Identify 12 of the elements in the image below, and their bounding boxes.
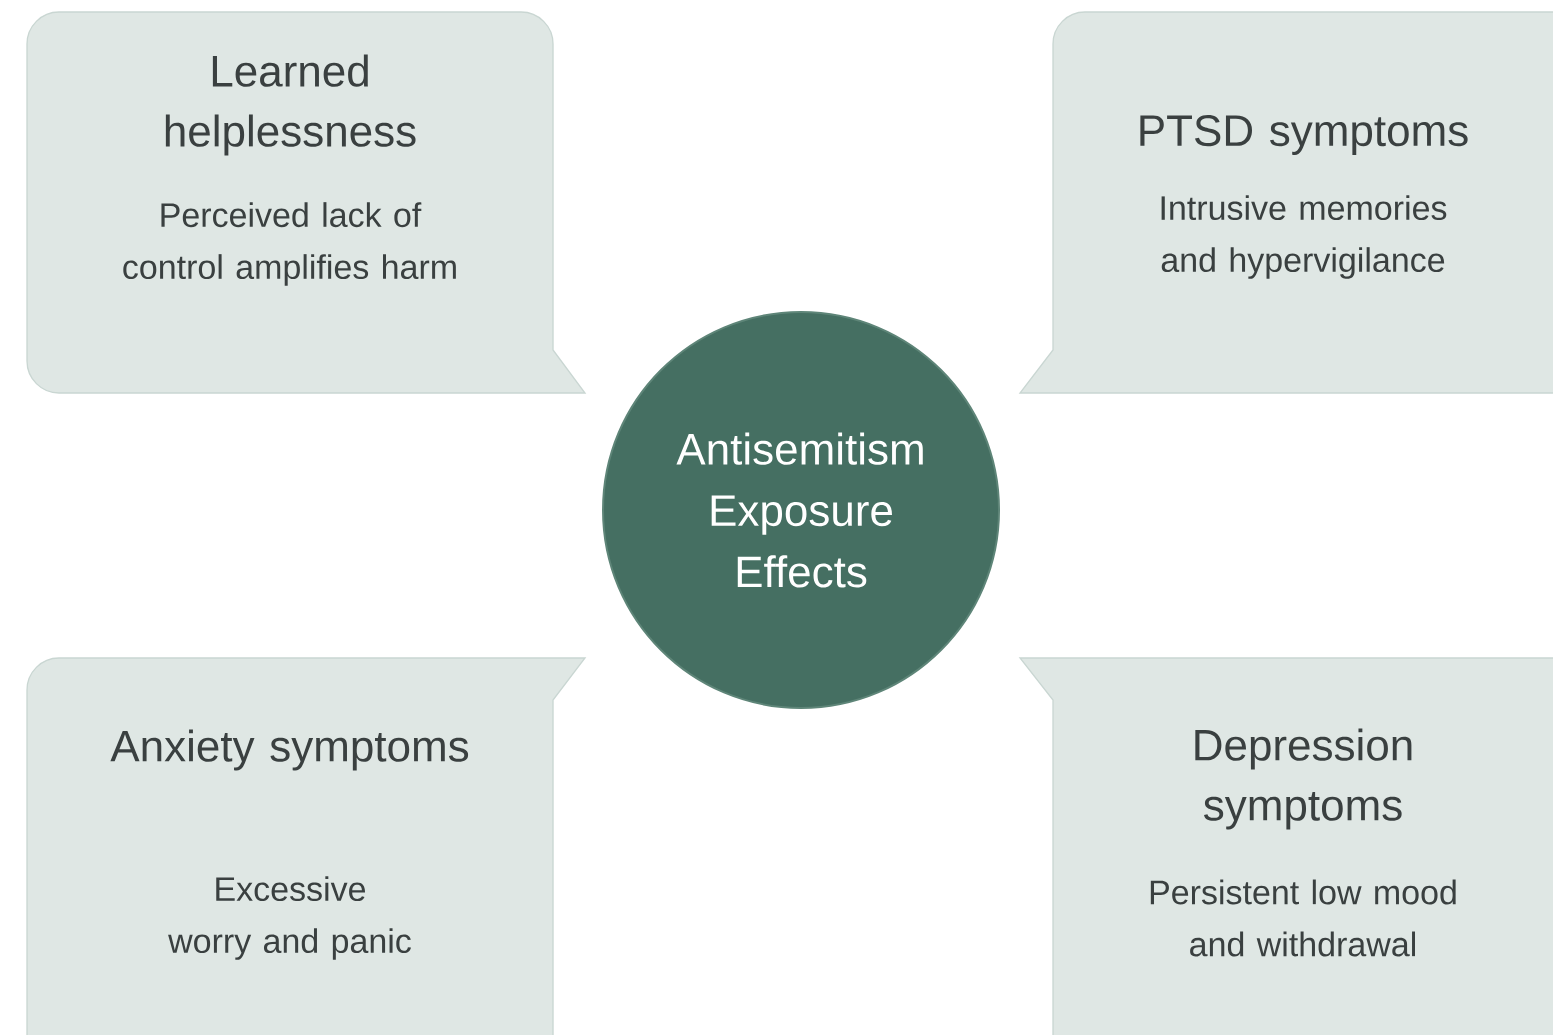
bubble-text: Excessive worry and panic (168, 876, 411, 960)
bubble-heading: Depression symptoms (1195, 728, 1412, 830)
bubble-heading: Learned helplessness (165, 54, 416, 156)
bubble-text: Persistent low mood and withdrawal (1150, 879, 1456, 957)
bubble-text: Intrusive memories and hypervigilance (1161, 195, 1447, 279)
speech-bubble (1019, 657, 1553, 1035)
bubble-heading: PTSD symptoms (1140, 115, 1468, 155)
speech-bubble (26, 657, 586, 1035)
speech-bubble (1019, 11, 1553, 394)
bubble-text: Perceived lack of control amplifies harm (123, 202, 456, 286)
bubble-heading: Anxiety symptoms (110, 729, 469, 771)
speech-bubble (26, 11, 586, 394)
